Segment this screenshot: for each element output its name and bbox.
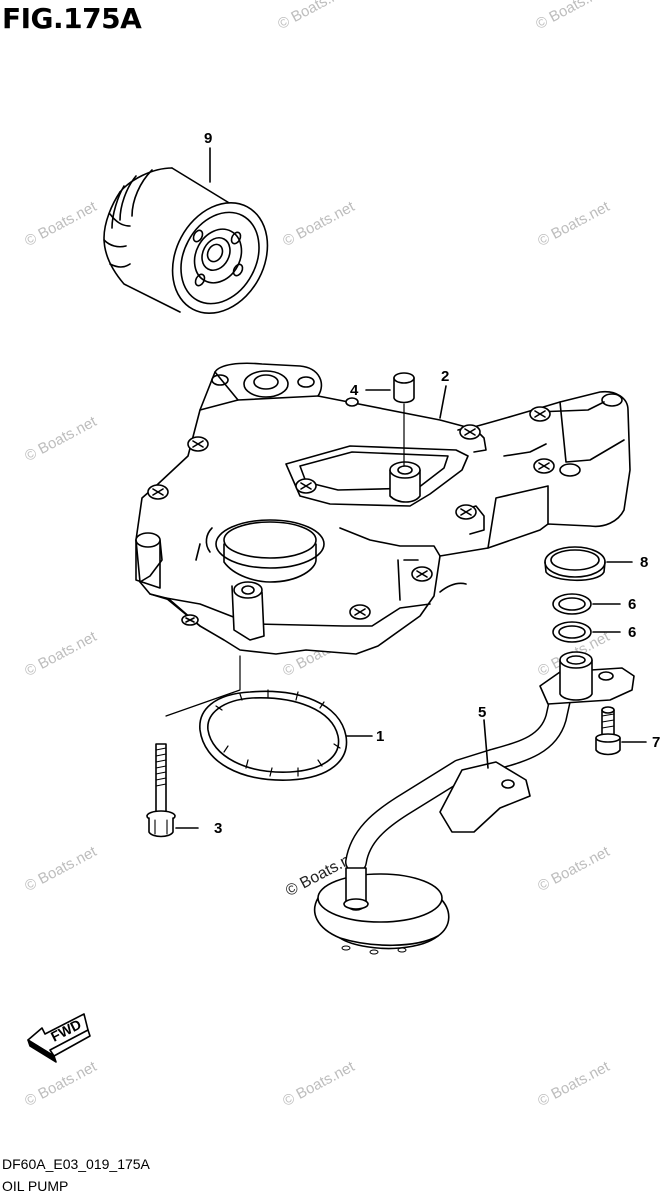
fwd-arrow-icon: FWD — [27, 1013, 91, 1063]
figure-name: OIL PUMP — [2, 1178, 69, 1194]
callout-9: 9 — [204, 130, 212, 147]
strainer-bolt — [595, 706, 647, 756]
callout-6-upper: 6 — [628, 596, 636, 613]
callout-3: 3 — [214, 820, 222, 837]
oil-pump-body — [135, 362, 631, 655]
callout-8: 8 — [640, 554, 648, 571]
callout-5: 5 — [478, 704, 486, 721]
long-bolt — [146, 655, 241, 838]
callout-6-lower: 6 — [628, 624, 636, 641]
callout-4: 4 — [350, 382, 359, 399]
callout-7: 7 — [652, 734, 660, 751]
callout-1: 1 — [376, 728, 384, 745]
figure-title: FIG.175A — [2, 2, 142, 35]
o-ring-upper — [552, 593, 621, 615]
oil-strainer — [313, 651, 635, 955]
oil-filter — [103, 147, 269, 315]
o-ring-lower — [552, 621, 621, 643]
seal-ring — [544, 546, 633, 582]
figure-code: DF60A_E03_019_175A — [2, 1156, 150, 1172]
dowel-pin — [365, 372, 415, 467]
pump-bolt-heads — [147, 397, 555, 626]
leader-line — [439, 385, 447, 419]
gasket — [199, 689, 373, 781]
callout-2: 2 — [441, 368, 449, 385]
